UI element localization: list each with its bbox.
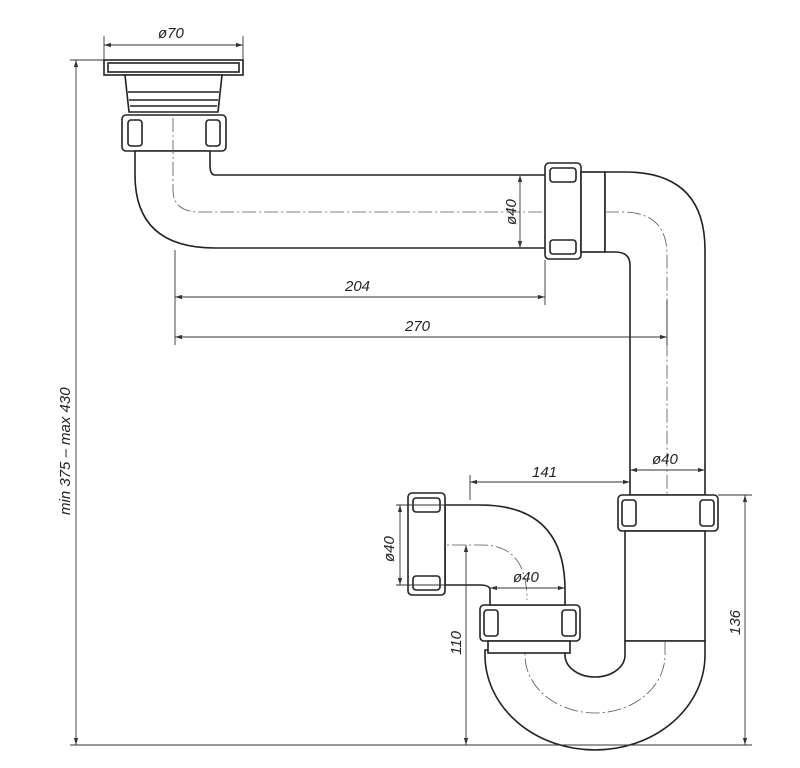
label-inlet-diameter: ø40: [381, 535, 398, 562]
vertical-pipe: [604, 171, 706, 496]
label-offset-141: 141: [532, 464, 557, 481]
label-vertical-pipe-diameter: ø40: [652, 451, 679, 468]
horizontal-pipe: [134, 118, 560, 249]
inlet-nut: [407, 492, 446, 596]
inlet-elbow: [430, 504, 566, 606]
vertical-nut: [617, 494, 719, 642]
label-horizontal-pipe-diameter: ø40: [503, 198, 520, 225]
label-height-136: 136: [727, 609, 744, 635]
label-trap-inlet-diameter: ø40: [513, 569, 540, 586]
horizontal-nut: [544, 162, 606, 260]
trap-nut: [479, 604, 581, 654]
dimension-lines: [70, 36, 752, 746]
label-height-range: min 375 – max 430: [57, 387, 74, 515]
top-nut: [121, 114, 227, 152]
u-trap: [484, 600, 706, 751]
label-length-204: 204: [344, 278, 370, 295]
label-length-270: 270: [404, 318, 431, 335]
strainer: [103, 59, 244, 113]
label-height-110: 110: [448, 630, 465, 655]
label-strainer-diameter: ø70: [158, 25, 185, 42]
